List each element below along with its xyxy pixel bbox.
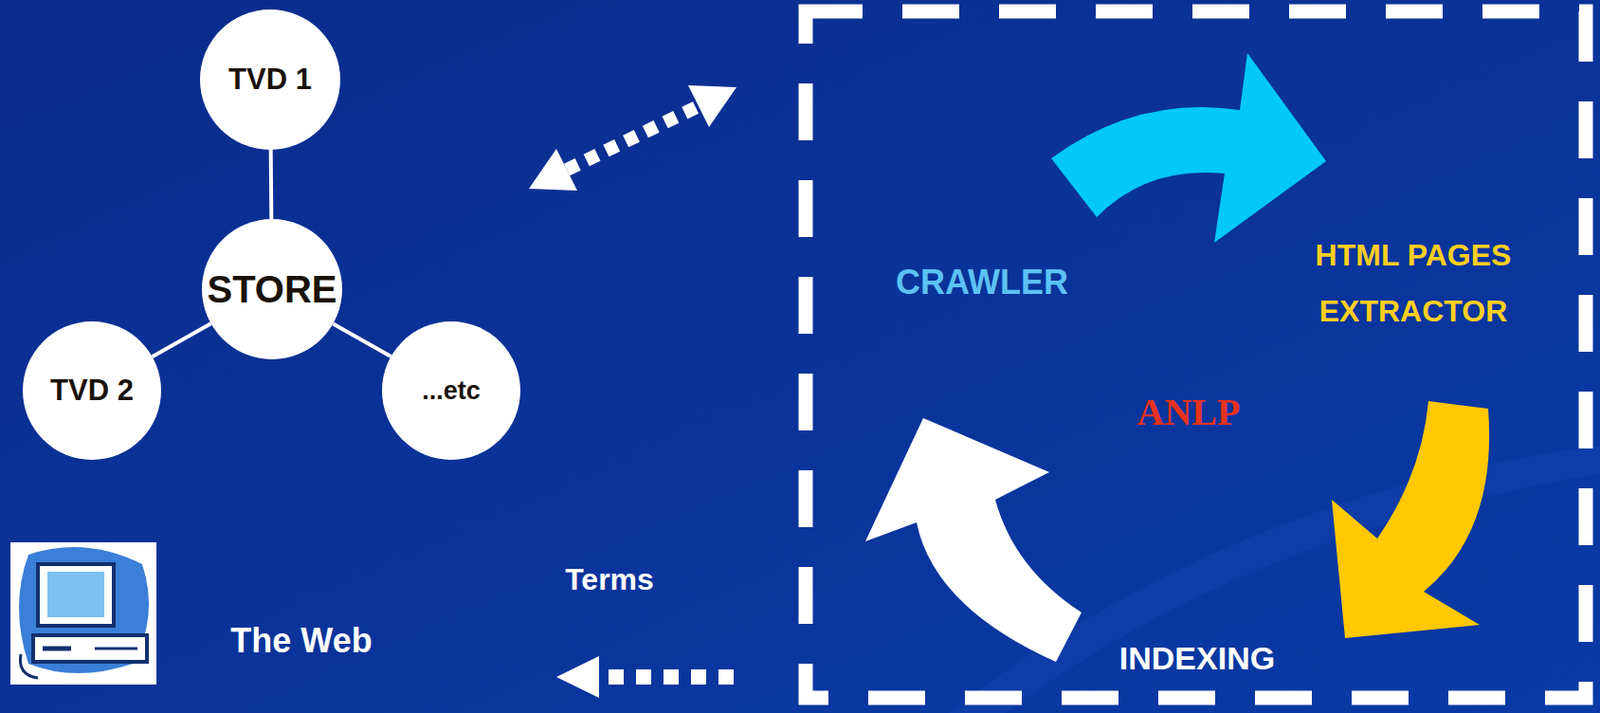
dotted-double-arrow (528, 85, 737, 191)
background-swoosh (947, 445, 1600, 713)
monitor-screen (47, 571, 105, 618)
circle-fill (200, 9, 341, 150)
arrow-head (556, 655, 600, 698)
store-circle: STORE (201, 218, 343, 360)
computer-case (33, 635, 147, 662)
text-holder: ...etc (381, 321, 521, 460)
connector-line (152, 323, 212, 357)
node-label: ...etc (421, 376, 481, 406)
dashed-border (805, 11, 1586, 698)
dotted-shaft (566, 106, 699, 170)
store-circle: TVD 2 (22, 321, 162, 460)
drive-slot (94, 647, 138, 651)
mouse-cable (19, 654, 38, 678)
circle-fill (381, 321, 521, 460)
connector-line (332, 323, 391, 357)
store-circle: TVD 1 (200, 9, 341, 150)
cycle-arrow-white (865, 418, 1082, 662)
cycle-arrow-yellow (1331, 400, 1490, 638)
icon-blob (18, 546, 149, 673)
text-holder: TVD 2 (22, 321, 162, 460)
terms-label: Terms (564, 562, 655, 598)
arrow-head (528, 148, 578, 191)
text-holder: STORE (201, 218, 343, 360)
indexing-label: INDEXING (1119, 639, 1275, 677)
circle-fill (201, 218, 343, 360)
process-group-box: CRAWLER HTML PAGES EXTRACTOR ANLP INDEXING (799, 4, 1593, 705)
connector-line (269, 149, 274, 219)
web-label: The Web (230, 620, 372, 661)
icon-frame (10, 542, 157, 685)
arrow-head (688, 85, 737, 128)
monitor (37, 563, 114, 626)
text-holder: TVD 1 (200, 9, 341, 150)
store-circle: ...etc (381, 321, 521, 460)
node-label: TVD 2 (50, 373, 134, 408)
dotted-shaft (608, 669, 737, 685)
computer-icon (10, 542, 157, 685)
dotted-left-arrow (556, 655, 737, 698)
anlp-label: ANLP (1137, 389, 1241, 435)
node-label: TVD 1 (228, 62, 312, 97)
extractor-label: HTML PAGES EXTRACTOR (1280, 227, 1546, 340)
circle-fill (22, 321, 162, 460)
node-label: STORE (206, 268, 337, 311)
crawler-label: CRAWLER (895, 262, 1069, 303)
drive-slot (42, 646, 72, 652)
cycle-arrow-cyan (1051, 53, 1327, 243)
dashed-outline (799, 4, 1593, 705)
